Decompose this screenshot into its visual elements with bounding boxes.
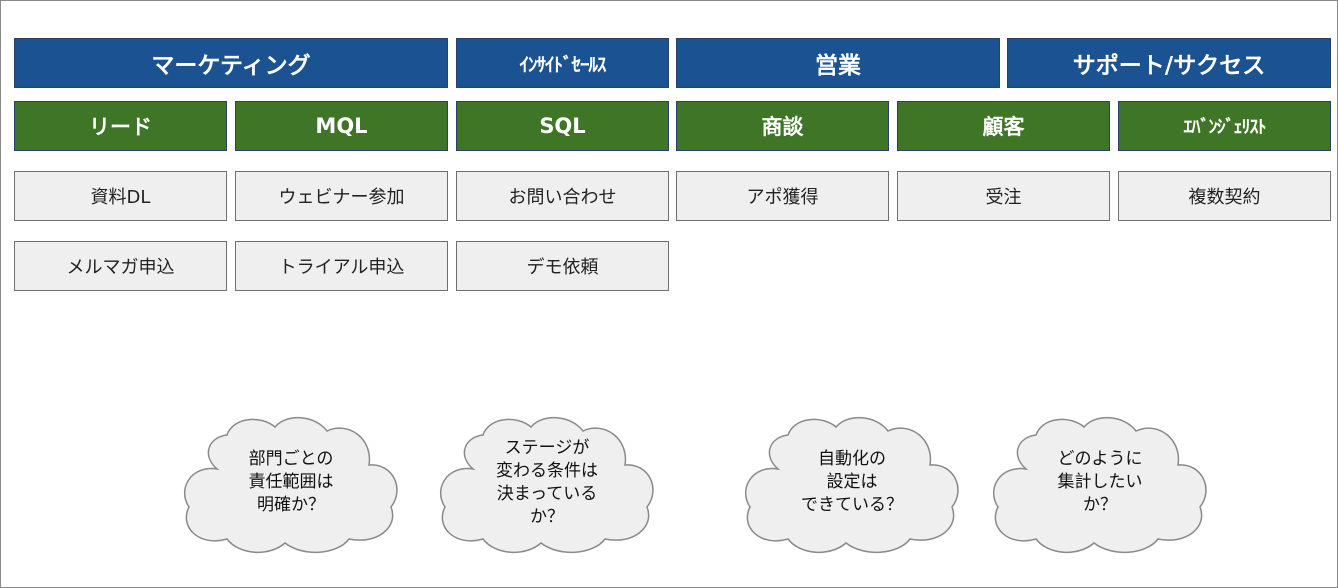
event-newsletter-signup: メルマガ申込 xyxy=(14,241,227,291)
cloud-shape-icon xyxy=(439,416,654,554)
thought-cloud-responsibility: 部門ごとの 責任範囲は 明確か？ xyxy=(177,411,405,554)
stage-evangelist: ｴﾊﾞﾝｼﾞｪﾘｽﾄ xyxy=(1118,101,1331,151)
thought-cloud-stage-criteria: ステージが 変わる条件は 決まっている か？ xyxy=(433,411,661,554)
event-inquiry: お問い合わせ xyxy=(456,171,669,221)
cloud-line: 決まっている xyxy=(496,483,598,504)
cloud-shape-icon xyxy=(183,416,398,554)
event-demo-request: デモ依頼 xyxy=(456,241,669,291)
department-sales: 営業 xyxy=(676,38,1000,88)
cloud-shape-icon xyxy=(744,416,959,554)
event-document-download: 資料DL xyxy=(14,171,227,221)
stage-deal: 商談 xyxy=(676,101,889,151)
thought-cloud-aggregation: どのように 集計したい か？ xyxy=(986,411,1214,554)
event-order-won: 受注 xyxy=(897,171,1110,221)
cloud-line: どのように xyxy=(1057,449,1143,469)
cloud-line: 自動化の xyxy=(818,449,886,469)
event-trial-signup: トライアル申込 xyxy=(235,241,448,291)
cloud-line: 責任範囲は xyxy=(248,472,334,492)
department-inside-sales: ｲﾝｻｲﾄﾞｾｰﾙｽ xyxy=(456,38,669,88)
event-webinar-attendance: ウェビナー参加 xyxy=(235,171,448,221)
department-marketing: マーケティング xyxy=(14,38,448,88)
cloud-line: 設定は xyxy=(826,472,878,492)
department-support-success: サポート/サクセス xyxy=(1007,38,1331,88)
cloud-line: 変わる条件は xyxy=(496,460,598,481)
stage-lead: リード xyxy=(14,101,227,151)
cloud-line: か？ xyxy=(530,506,564,527)
cloud-line: ステージが xyxy=(504,437,590,458)
stage-mql: MQL xyxy=(235,101,448,151)
event-multiple-contracts: 複数契約 xyxy=(1118,171,1331,221)
cloud-line: できている？ xyxy=(801,495,903,515)
cloud-line: か？ xyxy=(1083,495,1117,515)
stage-sql: SQL xyxy=(456,101,669,151)
cloud-line: 明確か？ xyxy=(257,495,325,515)
cloud-line: 部門ごとの xyxy=(248,449,334,469)
stage-customer: 顧客 xyxy=(897,101,1110,151)
cloud-line: 集計したい xyxy=(1057,472,1143,492)
thought-cloud-automation: 自動化の 設定は できている？ xyxy=(738,411,966,554)
event-appointment: アポ獲得 xyxy=(676,171,889,221)
cloud-shape-icon xyxy=(992,416,1207,554)
